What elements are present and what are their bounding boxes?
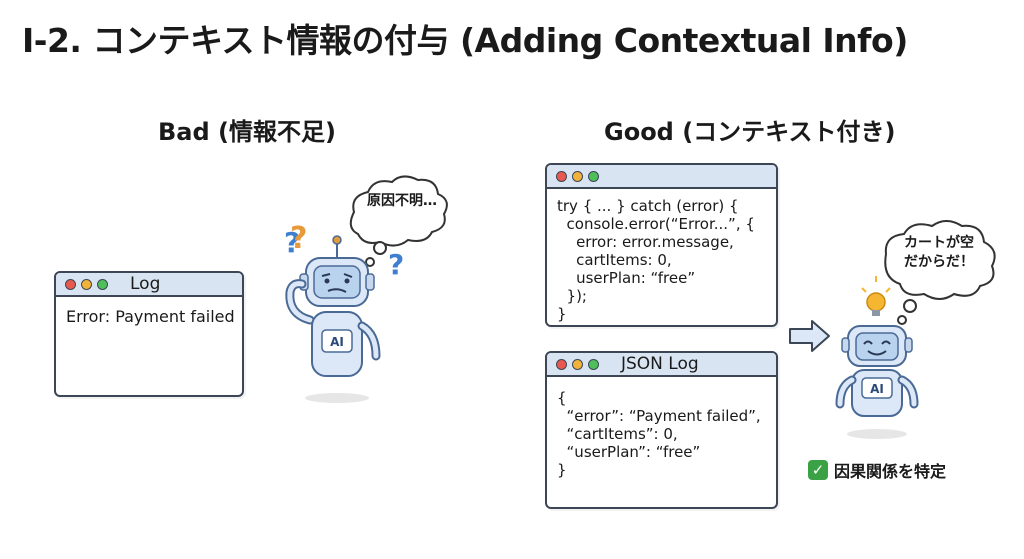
window-title: JSON Log: [621, 354, 699, 374]
bad-thought-text: 原因不明…: [367, 193, 437, 209]
close-dot-icon: [556, 170, 567, 182]
ai-badge: AI: [870, 382, 884, 396]
light-bulb-icon: [861, 276, 891, 316]
minimize-dot-icon: [572, 358, 583, 370]
close-dot-icon: [65, 278, 76, 290]
bad-section-label: Bad (情報不足): [158, 118, 336, 146]
maximize-dot-icon: [588, 170, 599, 182]
close-dot-icon: [556, 358, 567, 370]
bad-log-window: Log Error: Payment failed: [54, 271, 244, 397]
minimize-dot-icon: [572, 170, 583, 182]
window-titlebar: JSON Log: [547, 353, 776, 377]
thought-bubble-icon: [884, 220, 996, 325]
log-line: Error: Payment failed: [66, 307, 235, 326]
check-icon: ✓: [808, 460, 828, 480]
maximize-dot-icon: [97, 278, 108, 290]
window-titlebar: Log: [56, 273, 242, 297]
result-badge: ✓ 因果関係を特定: [808, 458, 946, 482]
maximize-dot-icon: [588, 358, 599, 370]
confused-robot-illustration: ? ? ? AI: [284, 175, 448, 403]
good-section-label: Good (コンテキスト付き): [604, 118, 896, 146]
json-log-window: JSON Log { “error”: “Payment failed”, “c…: [545, 351, 778, 509]
page-title: I-2. コンテキスト情報の付与 (Adding Contextual Info…: [22, 21, 908, 60]
code-window: try { ... } catch (error) { console.erro…: [545, 163, 778, 327]
ai-badge: AI: [330, 335, 344, 349]
happy-robot-illustration: AI: [835, 220, 996, 439]
minimize-dot-icon: [81, 278, 92, 290]
thought-bubble-icon: [349, 175, 448, 267]
json-log-body: { “error”: “Payment failed”, “cartItems”…: [557, 389, 761, 479]
result-text: 因果関係を特定: [834, 462, 947, 481]
good-thought-text: カートが空 だからだ！: [904, 235, 974, 270]
code-snippet: try { ... } catch (error) { console.erro…: [557, 197, 755, 323]
arrow-right-icon: [789, 320, 830, 352]
question-mark-icon: ?: [284, 226, 300, 259]
question-mark-icon: ?: [290, 221, 307, 256]
window-title: Log: [130, 274, 161, 294]
question-mark-icon: ?: [388, 248, 404, 281]
window-titlebar: [547, 165, 776, 189]
